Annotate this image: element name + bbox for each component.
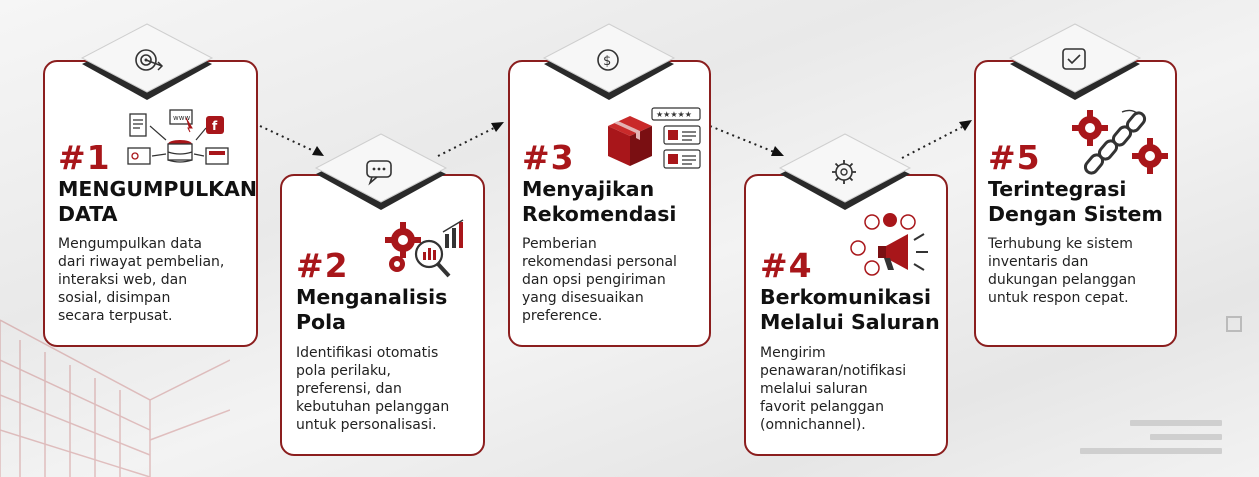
database-sources-icon: www f <box>127 109 229 165</box>
step-card-1 <box>43 60 258 347</box>
target-icon <box>135 49 164 71</box>
decorative-lines <box>1080 420 1230 460</box>
step-3-title: Menyajikan Rekomendasi <box>522 177 677 226</box>
step-1-diamond <box>80 23 214 100</box>
svg-text:www: www <box>173 114 190 122</box>
decorative-square <box>1226 316 1242 332</box>
step-3-diamond <box>542 23 676 100</box>
chat-bubble-icon <box>366 160 392 186</box>
step-3-description: Pemberian rekomendasi personal dan opsi … <box>522 236 677 324</box>
gears-analytics-icon <box>385 219 464 278</box>
gear-icon <box>832 160 856 184</box>
background-building-graphic <box>0 319 230 477</box>
step-4-number: #4 <box>760 246 813 285</box>
checkbox-icon <box>1062 48 1086 70</box>
arrow-2-to-3 <box>437 122 504 157</box>
step-2-title: Menganalisis Pola <box>296 285 448 334</box>
step-card-2 <box>280 174 485 456</box>
megaphone-channels-icon <box>850 213 928 276</box>
arrow-1-to-2 <box>259 125 324 156</box>
step-3-number: #3 <box>522 138 575 177</box>
arrow-4-to-5 <box>901 120 972 159</box>
step-2-description: Identifikasi otomatis pola perilaku, pre… <box>296 345 450 433</box>
step-4-description: Mengirim penawaran/notifikasi melalui sa… <box>760 345 907 433</box>
gears-chain-icon <box>1072 109 1168 175</box>
step-card-5 <box>974 60 1177 347</box>
step-1-description: Mengumpulkan data dari riwayat pembelian… <box>58 236 225 324</box>
arrow-3-to-4 <box>709 125 784 156</box>
svg-text:★★★★★: ★★★★★ <box>656 110 692 119</box>
step-5-number: #5 <box>988 138 1041 177</box>
step-2-diamond <box>314 133 448 210</box>
svg-text:f: f <box>212 119 218 133</box>
dollar-coin-icon: $ <box>597 49 619 71</box>
step-4-title: Berkomunikasi Melalui Saluran <box>760 285 940 334</box>
step-1-title: MENGUMPULKAN DATA <box>58 177 258 226</box>
step-5-diamond <box>1008 23 1142 100</box>
svg-text:$: $ <box>603 54 611 69</box>
step-4-diamond <box>778 133 912 210</box>
step-1-number: #1 <box>58 138 111 177</box>
step-5-title: Terintegrasi Dengan Sistem <box>988 177 1163 226</box>
step-5-description: Terhubung ke sistem inventaris dan dukun… <box>988 236 1137 306</box>
step-2-number: #2 <box>296 246 349 285</box>
product-box-rating-icon: ★★★★★ <box>608 107 701 169</box>
